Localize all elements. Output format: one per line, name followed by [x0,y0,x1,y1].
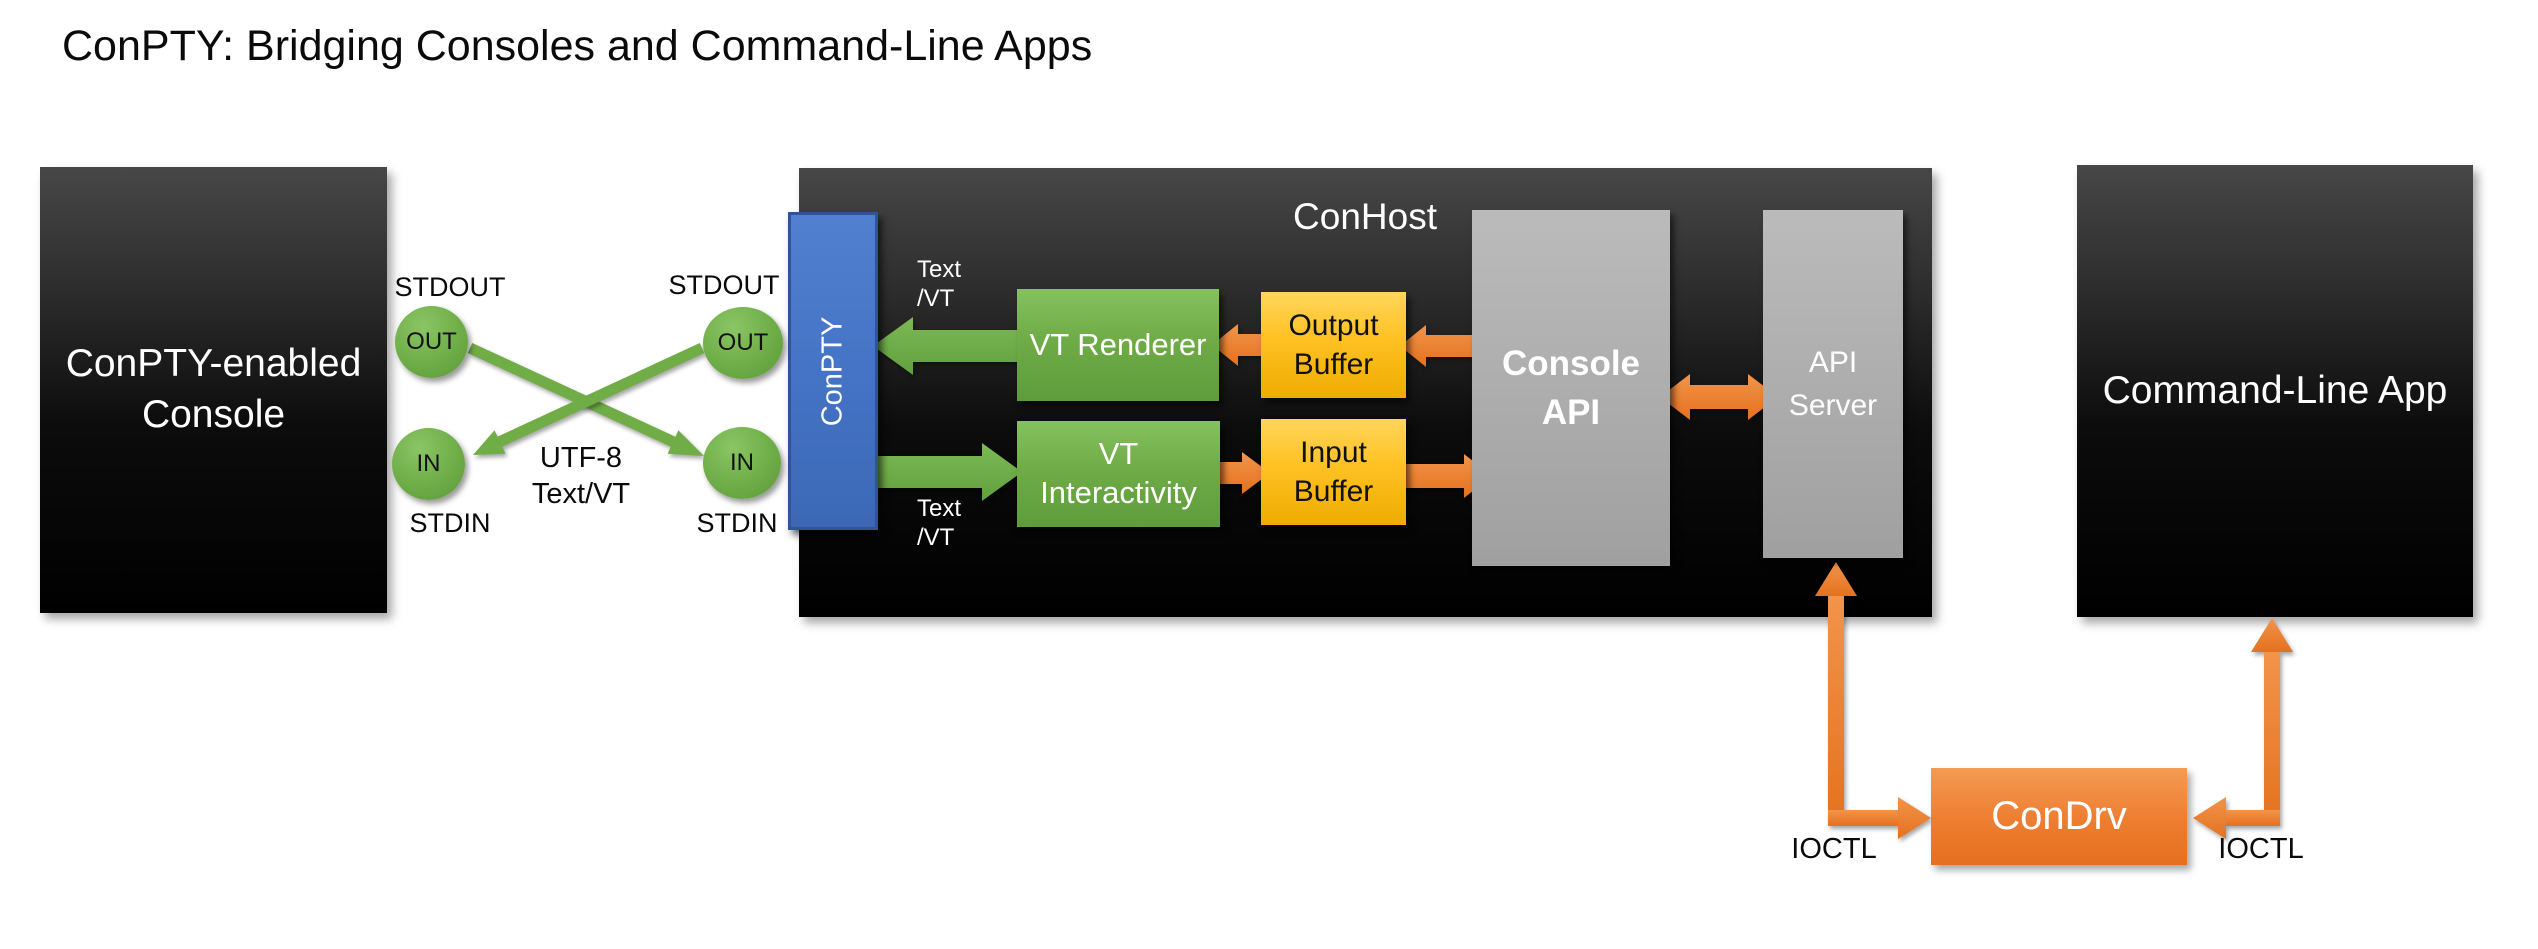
api-server-label-line1: API [1808,345,1858,379]
condrv-command-line-app-ioctl-connector [2193,618,2293,839]
conpty-enabled-console-box: ConPTY-enabled Console [40,167,387,613]
conpty-box: ConPTY [788,212,878,530]
out-port-left: OUT [395,306,468,378]
out-port-left-label: OUT [406,328,457,355]
text-vt-bottom-line2: /VT [917,524,955,552]
console-api-box: Console API [1472,210,1670,566]
in-port-left-label: IN [416,450,441,477]
conhost-title: ConHost [1293,196,1437,237]
conpty-label: ConPTY [816,316,849,426]
input-buffer-box: Input Buffer [1261,419,1406,525]
text-vt-label-bottom: Text /VT [917,494,961,553]
command-line-app-box: Command-Line App [2077,165,2473,617]
utf8-label-line2: Text/VT [531,478,631,511]
utf8-label-line1: UTF-8 [539,442,623,474]
conpty-enabled-console-label-line1: ConPTY-enabled [65,342,362,386]
stdout-label-left: STDOUT [394,272,506,302]
console-api-label-line2: API [1541,393,1601,432]
ioctl-label-right: IOCTL [2218,833,2304,865]
vt-renderer-label: VT Renderer [1029,326,1207,362]
output-buffer-box: Output Buffer [1261,292,1406,398]
out-port-right: OUT [703,307,783,379]
condrv-box: ConDrv [1931,768,2187,865]
vt-interactivity-label-line2: Interactivity [1040,475,1197,510]
text-vt-top-line1: Text [917,256,962,283]
condrv-label: ConDrv [1991,794,2127,838]
vt-interactivity-box: VT Interactivity [1017,421,1220,527]
ioctl-label-left: IOCTL [1791,833,1877,865]
in-port-right-label: IN [730,449,754,476]
utf8-textvt-label: UTF-8 Text/VT [532,440,630,513]
output-buffer-label-line1: Output [1288,309,1379,342]
api-server-label-line2: Server [1788,389,1878,422]
text-vt-bottom-line1: Text [917,495,962,522]
input-buffer-label-line1: Input [1300,436,1367,469]
input-buffer-label-line2: Buffer [1293,475,1374,508]
output-buffer-label-line2: Buffer [1293,348,1374,381]
in-port-left: IN [392,428,465,500]
text-vt-label-top: Text /VT [917,255,961,314]
in-port-right: IN [703,427,781,499]
stdin-cross-arrow [473,343,705,455]
text-vt-top-line2: /VT [917,285,955,313]
api-server-box: API Server [1763,210,1903,558]
conpty-enabled-console-label-line2: Console [141,393,286,436]
stdout-label-right: STDOUT [668,270,780,300]
command-line-app-label: Command-Line App [2102,368,2448,412]
out-port-right-label: OUT [717,329,769,356]
page-title: ConPTY: Bridging Consoles and Command-Li… [62,22,1093,70]
console-api-label-line1: Console [1501,344,1641,383]
stdin-label-left: STDIN [409,508,491,538]
vt-renderer-box: VT Renderer [1017,289,1219,401]
stdin-label-right: STDIN [696,508,778,538]
vt-interactivity-label-line1: VT [1098,436,1139,472]
